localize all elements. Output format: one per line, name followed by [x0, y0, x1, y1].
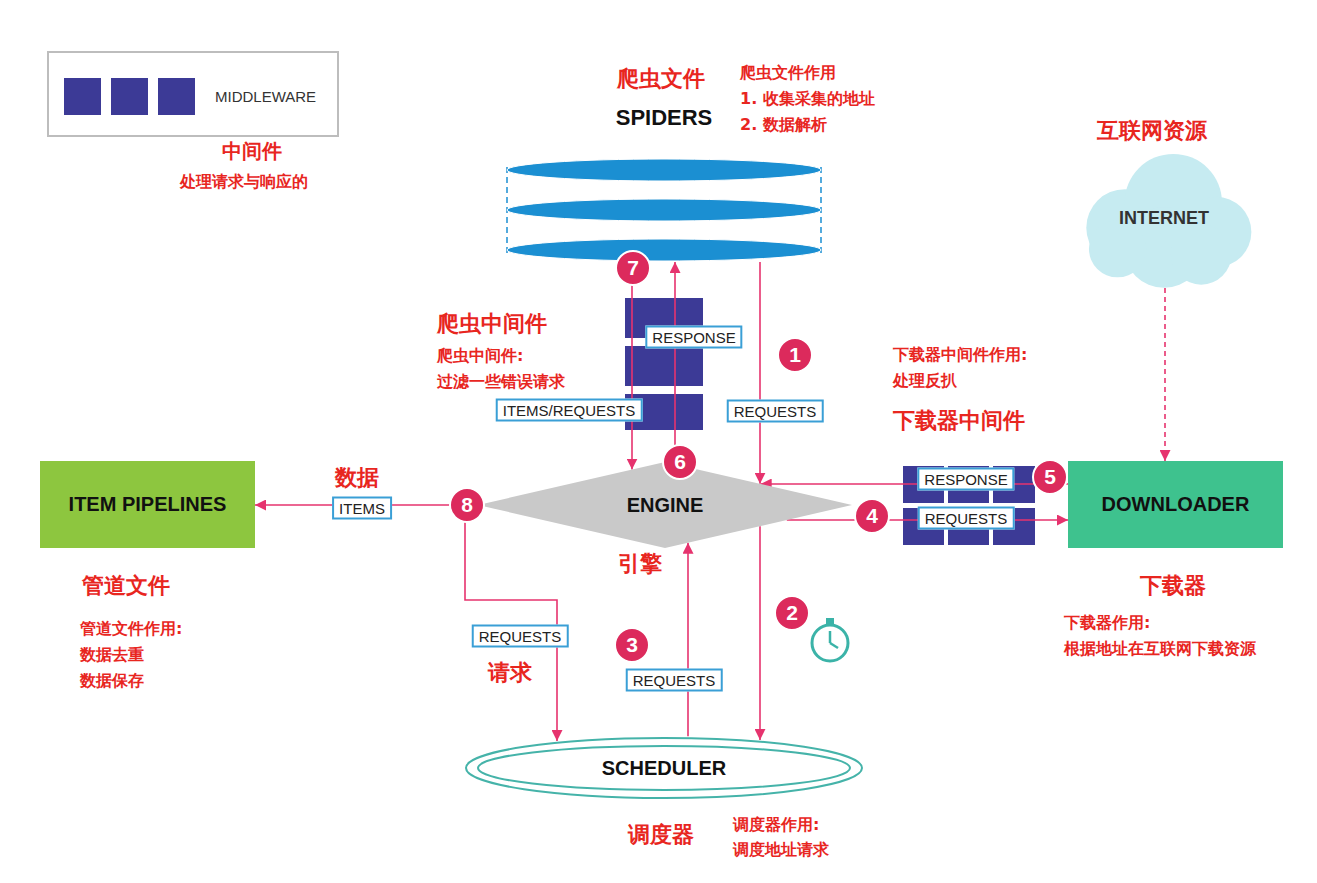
legend-swatch	[64, 78, 195, 115]
box-fill	[40, 461, 255, 548]
edge-label: REQUESTS	[727, 400, 824, 423]
annotation-text: 调度器作用:	[733, 816, 819, 834]
node-label: SPIDERS	[616, 105, 713, 131]
annotation-text: 下载器中间件	[893, 408, 1025, 433]
edge-label: REQUESTS	[918, 507, 1015, 530]
annotation-text: 互联网资源	[1097, 118, 1207, 143]
annotation-text: 数据	[335, 465, 379, 490]
flow-arrow	[674, 262, 676, 464]
callout-number: 7	[615, 250, 651, 286]
ellipse-outer	[466, 738, 862, 798]
callout-number: 3	[614, 627, 650, 663]
annotation-text: 数据保存	[80, 672, 144, 690]
flow-arrow	[631, 262, 633, 470]
annotation-text: 根据地址在互联网下载资源	[1064, 640, 1256, 658]
annotation-text: 下载器作用:	[1064, 614, 1150, 632]
flow-arrow	[761, 483, 1068, 485]
annotation-text: 调度器	[628, 822, 694, 847]
node-label: INTERNET	[1119, 208, 1209, 229]
callout-number: 5	[1032, 459, 1068, 495]
cloud-puff	[1089, 220, 1146, 277]
annotation-text: 爬虫中间件:	[437, 347, 523, 365]
internet-cloud: INTERNET	[1071, 148, 1257, 288]
edge-label: RESPONSE	[645, 326, 742, 349]
spider-middleware-block	[625, 346, 703, 386]
edge-label: RESPONSE	[917, 468, 1014, 491]
pipeline-box: ITEM PIPELINES	[40, 461, 255, 548]
downloader-box: DOWNLOADER	[1068, 461, 1283, 548]
annotation-text: 爬虫文件作用	[740, 64, 836, 82]
annotation-text: 管道文件	[82, 573, 170, 598]
edge-label: ITEMS/REQUESTS	[496, 399, 643, 422]
annotation-text: 数据去重	[80, 646, 144, 664]
node-label: ITEM PIPELINES	[69, 493, 227, 516]
edge-label: REQUESTS	[472, 625, 569, 648]
annotation-text: 处理反扒	[893, 372, 957, 390]
box-fill	[1068, 461, 1283, 548]
clock-face	[812, 625, 848, 661]
scheduler-ellipse: SCHEDULER	[464, 736, 864, 800]
annotation-text: 过滤一些错误请求	[437, 373, 565, 391]
spider-disk	[507, 199, 821, 221]
annotation-text: 下载器	[1140, 573, 1206, 598]
callout-number: 6	[662, 444, 698, 480]
clock-hand	[830, 643, 838, 648]
annotation-text: 处理请求与响应的	[180, 173, 308, 191]
diamond-fill	[478, 462, 852, 548]
node-label: DOWNLOADER	[1102, 493, 1250, 516]
annotation-text: 中间件	[222, 140, 282, 163]
spider-disk	[507, 239, 821, 261]
annotation-text: 爬虫文件	[617, 66, 705, 91]
callout-number: 2	[774, 595, 810, 631]
annotation-text: 请求	[488, 660, 532, 685]
legend-square	[158, 78, 195, 115]
flow-arrow	[687, 543, 689, 737]
clock-knob	[826, 618, 834, 624]
annotation-text: 下载器中间件作用:	[893, 346, 1027, 364]
ellipse-inner	[478, 746, 850, 790]
annotation-text: 爬虫中间件	[437, 311, 547, 336]
engine-diamond: ENGINE	[478, 462, 852, 548]
edge-label: ITEMS	[332, 497, 392, 520]
annotation-text: 管道文件作用:	[80, 620, 182, 638]
flow-arrow	[759, 262, 761, 484]
flow-arrow	[465, 505, 557, 741]
legend-square	[64, 78, 101, 115]
node-label: SCHEDULER	[602, 757, 726, 780]
annotation-text: 引擎	[618, 551, 662, 576]
edge-label: REQUESTS	[626, 669, 723, 692]
annotation-text: 1. 收集采集的地址	[740, 90, 875, 108]
legend-frame	[48, 52, 338, 136]
callout-number: 8	[449, 487, 485, 523]
cloud-puff	[1171, 224, 1231, 284]
flow-arrow	[759, 526, 761, 740]
node-label: ENGINE	[627, 494, 704, 517]
spider-disk	[507, 159, 821, 181]
legend-square	[111, 78, 148, 115]
callout-number: 4	[854, 498, 890, 534]
annotation-text: 调度地址请求	[733, 841, 829, 859]
legend-text: MIDDLEWARE	[215, 88, 316, 105]
flow-arrow	[1164, 288, 1166, 461]
annotation-text: 2. 数据解析	[740, 116, 827, 134]
clock-hand	[829, 631, 832, 643]
callout-number: 1	[777, 337, 813, 373]
